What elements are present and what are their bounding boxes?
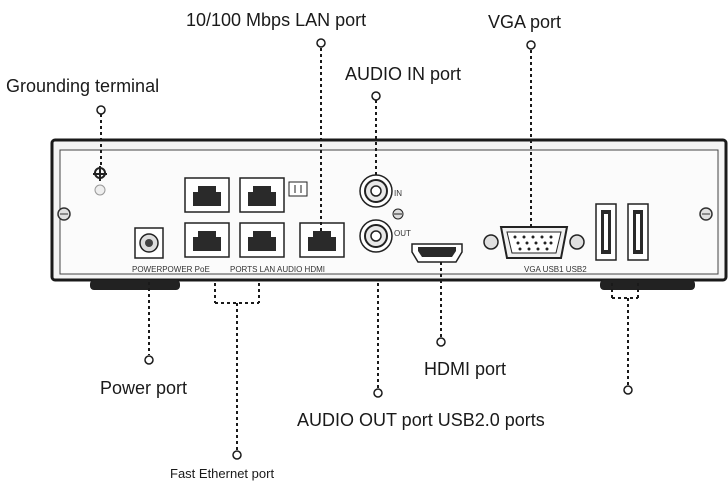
panel-label-audio-in: IN (394, 189, 402, 198)
small-screw-icon (392, 208, 404, 220)
panel-label-power-poe: POWERPOWER PoE (132, 265, 210, 274)
poe-port-2 (239, 177, 285, 213)
indicator-box (288, 181, 308, 197)
poe-port-4 (239, 222, 285, 258)
leader-lines (100, 48, 639, 450)
marker-audio-out (373, 388, 383, 398)
panel-label-vga-usb: VGA USB1 USB2 (524, 265, 587, 274)
hdmi-port (411, 243, 463, 263)
grounding-terminal (93, 166, 107, 196)
poe-port-3 (184, 222, 230, 258)
callout-fast-ethernet-port: Fast Ethernet port (170, 466, 275, 481)
screw-left-icon (57, 207, 71, 221)
panel-label-ports-lan-audio-hdmi: PORTS LAN AUDIO HDMI (230, 265, 325, 274)
usb-port-2 (627, 203, 649, 261)
marker-lan (316, 38, 326, 48)
usb-port-1 (595, 203, 617, 261)
vga-port (483, 226, 585, 259)
marker-fast-ethernet (232, 450, 242, 460)
foot-right (600, 280, 695, 290)
callout-audio-out-usb-ports: AUDIO OUT port USB2.0 ports (297, 410, 545, 430)
marker-hdmi (436, 337, 446, 347)
poe-ports (184, 177, 285, 258)
callout-power-port: Power port (100, 378, 188, 398)
callout-lan-port: 10/100 Mbps LAN port (186, 10, 367, 30)
callout-audio-in-port: AUDIO IN port (345, 64, 462, 84)
power-port (134, 227, 164, 259)
marker-usb (623, 385, 633, 395)
callout-grounding-terminal: Grounding terminal (6, 76, 160, 96)
foot-left (90, 280, 180, 290)
callout-vga-port: VGA port (488, 12, 562, 32)
marker-vga (526, 40, 536, 50)
marker-power (144, 355, 154, 365)
marker-grounding (96, 105, 106, 115)
poe-port-1 (184, 177, 230, 213)
audio-out-jack (359, 219, 393, 253)
marker-audio-in (371, 91, 381, 101)
audio-in-jack (359, 174, 393, 208)
screw-right-icon (699, 207, 713, 221)
leader-markers (96, 38, 633, 460)
callout-hdmi-port: HDMI port (424, 359, 507, 379)
panel-label-audio-out: OUT (394, 229, 411, 238)
